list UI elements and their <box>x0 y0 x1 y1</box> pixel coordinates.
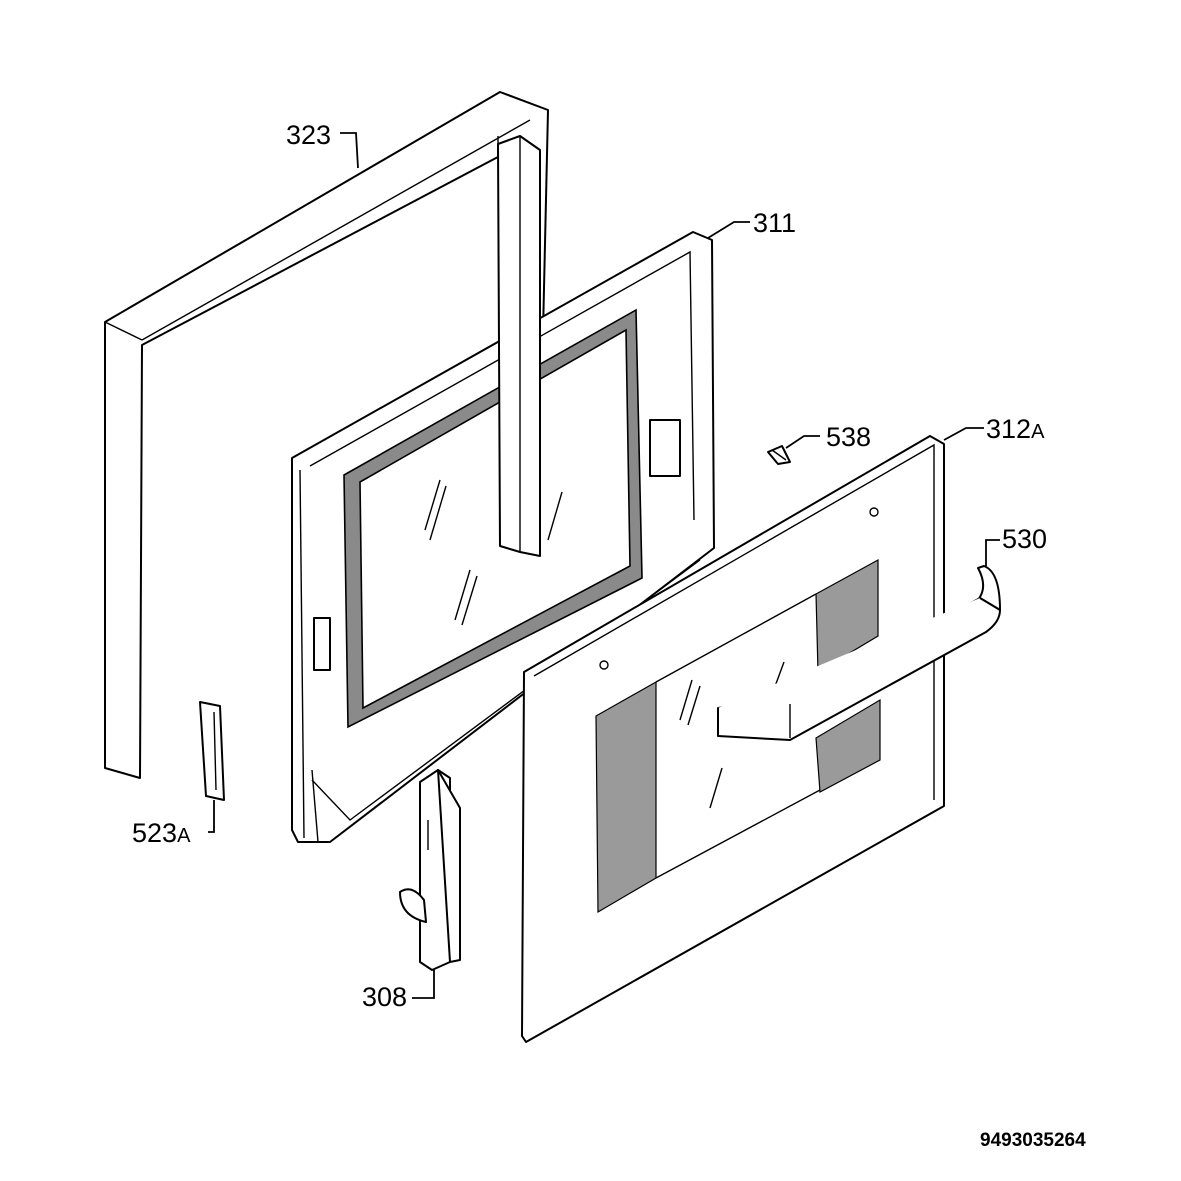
leader-311 <box>707 221 750 239</box>
leader-308 <box>412 970 435 999</box>
leader-538 <box>785 435 820 449</box>
part-323-side-profile <box>497 135 541 557</box>
glass-print-panel-right-lower <box>815 698 881 793</box>
leader-323 <box>340 132 359 169</box>
part-530-handle <box>717 565 1001 741</box>
leader-lines <box>208 132 1000 999</box>
label-538: 538 <box>826 422 871 452</box>
part-538-screw <box>767 445 791 465</box>
glass-print-panel-right-upper <box>815 558 879 674</box>
part-312A-outer-glass-door <box>521 435 945 1043</box>
label-523A: 523A <box>132 818 191 848</box>
label-530: 530 <box>1002 524 1047 554</box>
leader-312A <box>943 427 984 441</box>
label-311: 311 <box>753 208 796 238</box>
panel-hinge-bracket-left <box>313 617 331 671</box>
label-308: 308 <box>362 982 407 1012</box>
panel-hinge-bracket-right <box>649 419 681 477</box>
label-312A: 312A <box>986 414 1045 444</box>
document-number: 9493035264 <box>980 1130 1086 1151</box>
glass-print-panel-left <box>595 680 657 914</box>
part-308-hinge <box>399 769 461 971</box>
leader-530 <box>985 539 1000 566</box>
leader-523A <box>208 800 215 833</box>
label-323: 323 <box>286 120 331 150</box>
part-523A-hinge-cover <box>199 701 225 801</box>
